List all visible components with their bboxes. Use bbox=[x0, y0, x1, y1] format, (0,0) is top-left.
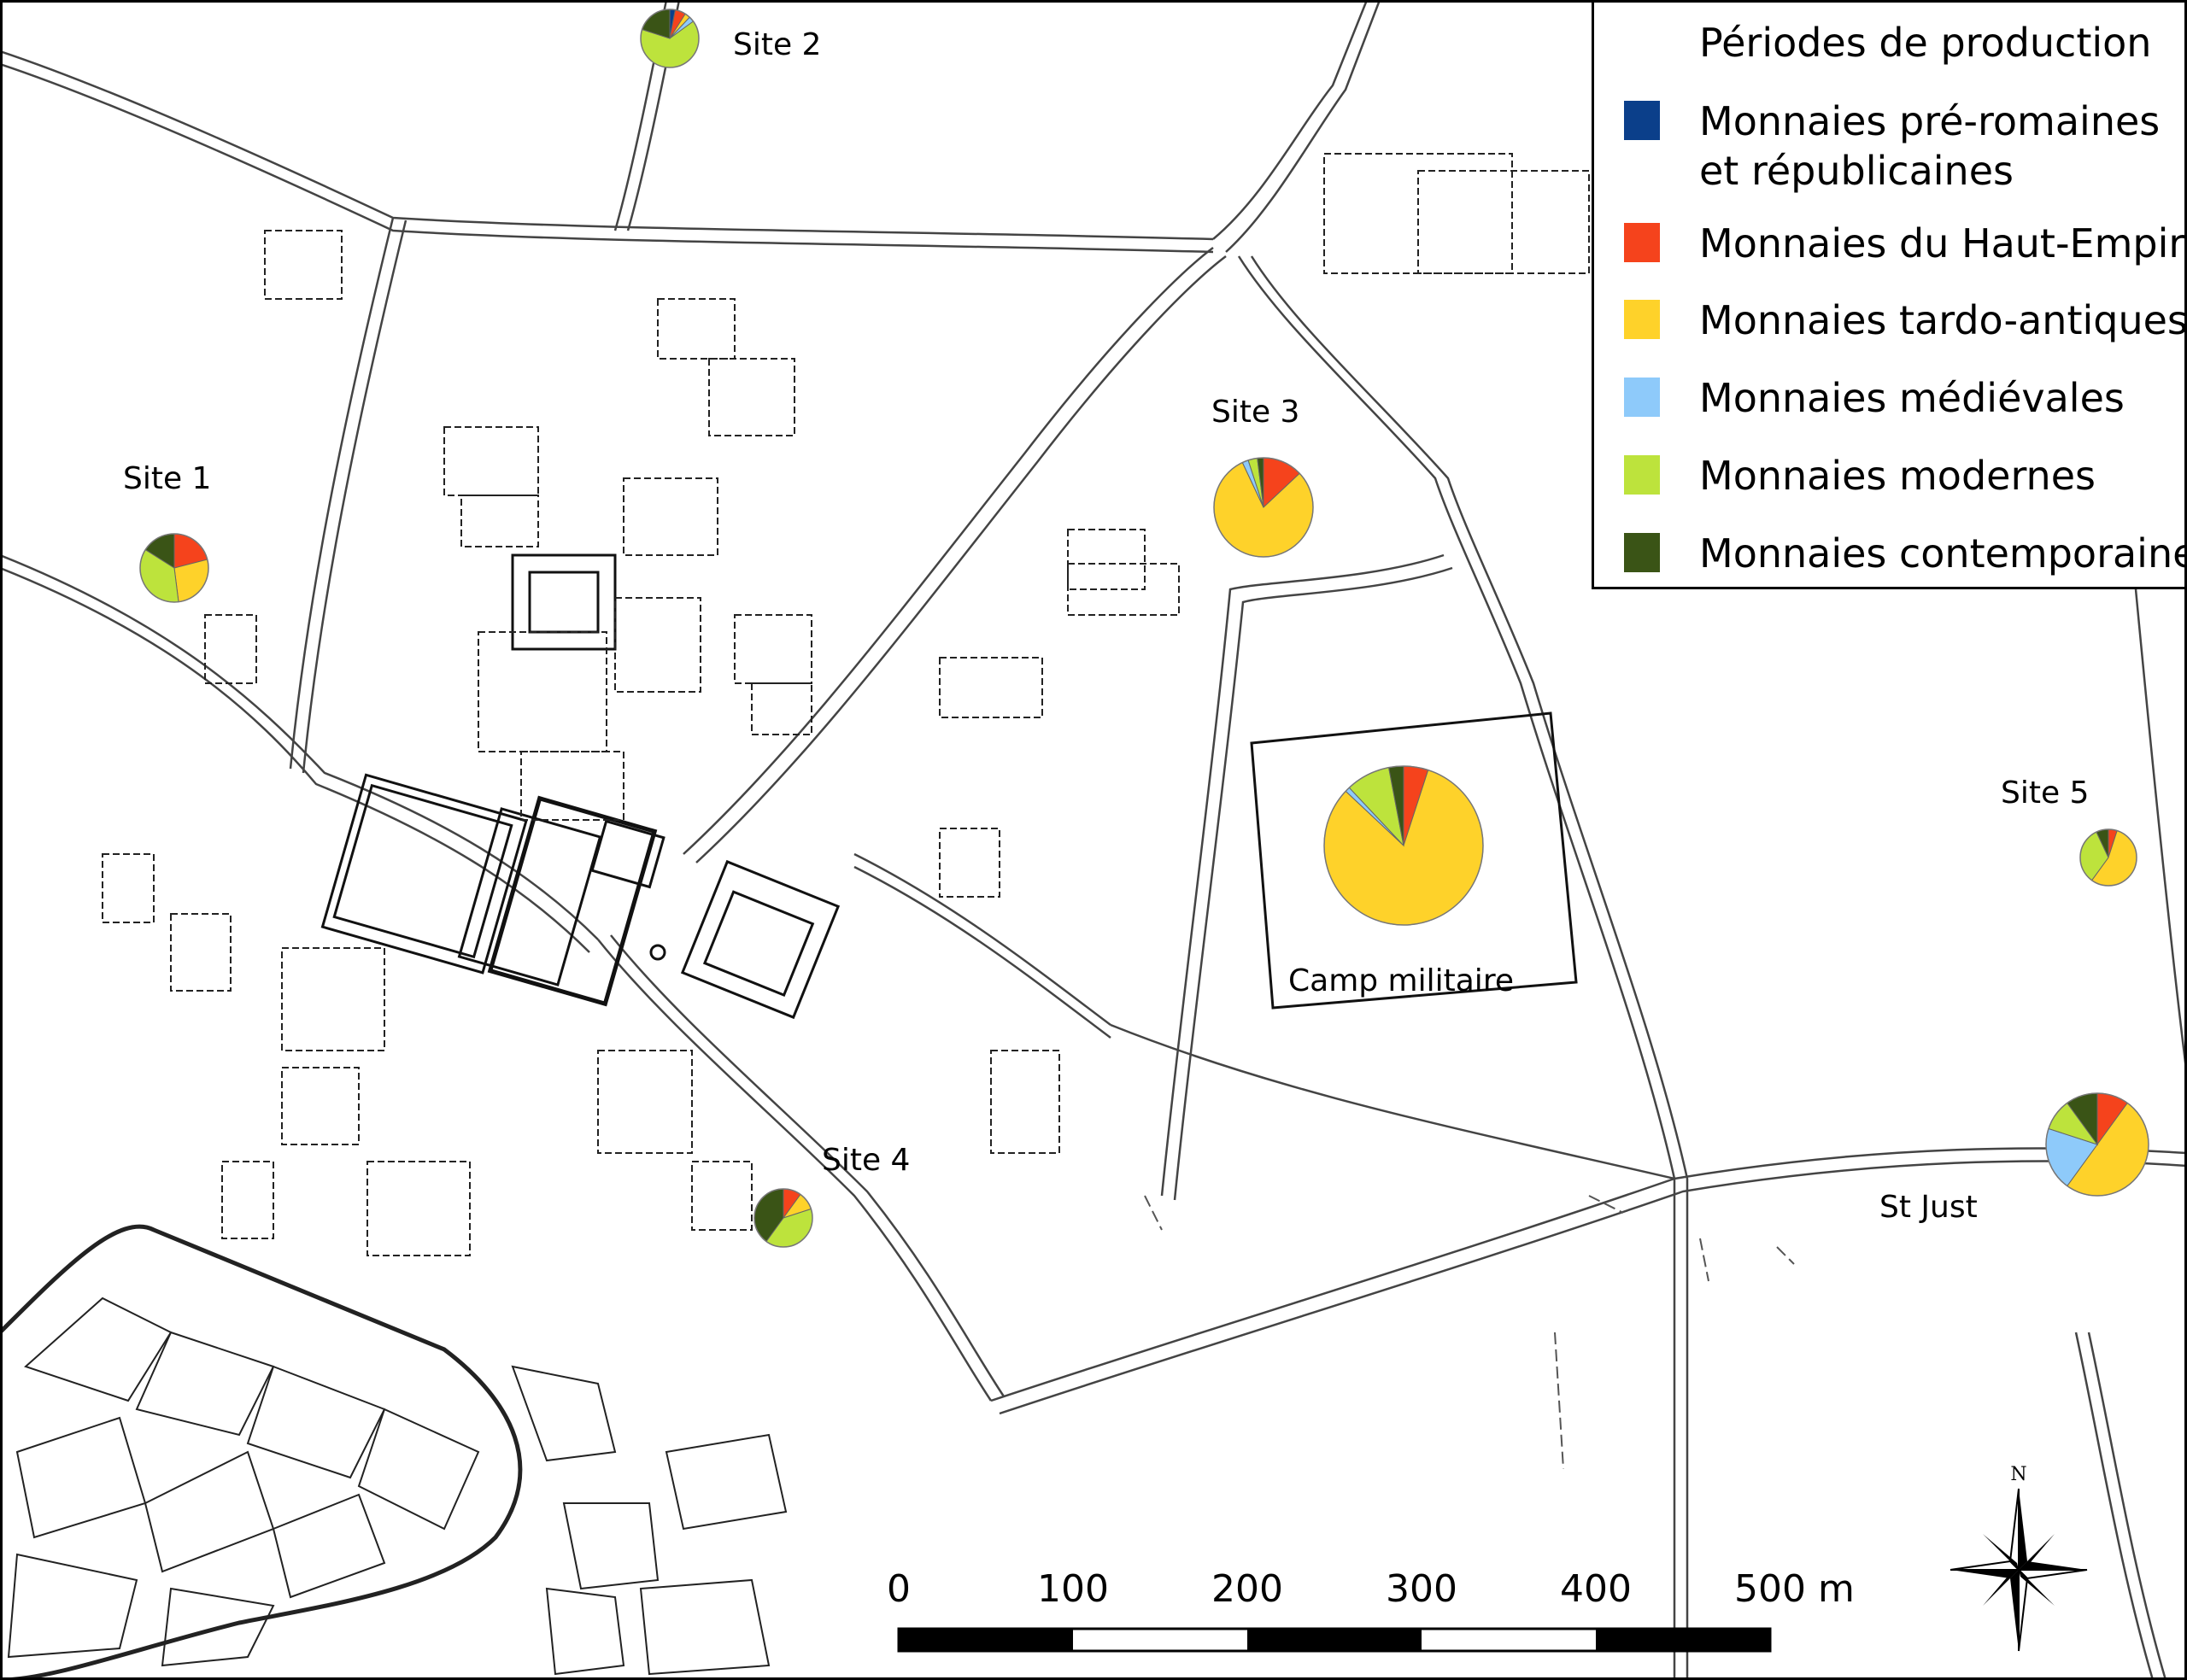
legend-swatch bbox=[1624, 223, 1660, 262]
scale-tick-0: 0 bbox=[887, 1567, 911, 1611]
legend-label: Monnaies médiévales bbox=[1699, 375, 2125, 421]
pie-site-4 bbox=[753, 1188, 813, 1248]
pie-site-2 bbox=[640, 9, 700, 68]
compass-rose-icon: N bbox=[1950, 1464, 2088, 1652]
pie-site-1 bbox=[139, 533, 209, 603]
legend-swatch bbox=[1624, 101, 1660, 140]
legend-swatch bbox=[1624, 378, 1660, 417]
legend-label: Monnaies modernes bbox=[1699, 453, 2096, 499]
legend-swatch bbox=[1624, 455, 1660, 495]
legend-label: Monnaies du Haut-Empire bbox=[1699, 220, 2187, 266]
pie-outline bbox=[640, 9, 700, 68]
site-label-2: Site 2 bbox=[733, 27, 821, 62]
pie-outline bbox=[2079, 828, 2137, 887]
pie-st-just bbox=[2045, 1092, 2149, 1197]
legend-swatch bbox=[1624, 533, 1660, 572]
pie-site-5 bbox=[2079, 828, 2137, 887]
scale-tick-300: 300 bbox=[1386, 1567, 1457, 1611]
site-label-4: Site 4 bbox=[822, 1143, 910, 1178]
scale-bar: 0 100 200 300 400 500 m bbox=[887, 1567, 1855, 1653]
forum-complex bbox=[320, 553, 841, 1020]
legend-label: Monnaies pré-romaines bbox=[1699, 98, 2161, 144]
camp-enclosure bbox=[1250, 711, 1578, 1010]
legend-title: Périodes de production bbox=[1699, 20, 2152, 66]
legend-swatch bbox=[1624, 300, 1660, 339]
scale-tick-500: 500 m bbox=[1734, 1567, 1855, 1611]
pie-site-3 bbox=[1213, 457, 1314, 558]
pie-outline bbox=[2045, 1092, 2149, 1197]
legend-label: Monnaies contemporaines bbox=[1699, 530, 2187, 577]
scale-tick-200: 200 bbox=[1211, 1567, 1283, 1611]
site-label-5: Site 5 bbox=[2001, 776, 2089, 811]
pie-outline bbox=[1213, 457, 1314, 558]
pie-outline bbox=[139, 533, 209, 603]
site-label-camp: Camp militaire bbox=[1288, 963, 1514, 998]
legend-label-cont: et républicaines bbox=[1699, 148, 2014, 194]
scale-tick-100: 100 bbox=[1037, 1567, 1109, 1611]
pie-camp-militaire bbox=[1323, 765, 1484, 926]
old-town bbox=[0, 1224, 788, 1680]
site-labels: Site 1 Site 2 Site 3 Camp militaire Site… bbox=[123, 27, 2089, 1225]
scale-tick-400: 400 bbox=[1560, 1567, 1632, 1611]
legend-label: Monnaies tardo-antiques bbox=[1699, 297, 2187, 343]
field-walls bbox=[1144, 1195, 1795, 1470]
compass-north-label: N bbox=[2010, 1464, 2026, 1485]
pie-outline bbox=[1323, 765, 1484, 926]
site-label-1: Site 1 bbox=[123, 461, 211, 496]
pie-charts bbox=[139, 9, 2149, 1248]
building-remains bbox=[102, 153, 1590, 1256]
site-label-3: Site 3 bbox=[1211, 395, 1299, 430]
site-label-st-just: St Just bbox=[1879, 1190, 1978, 1225]
legend: Périodes de production Monnaies pré-roma… bbox=[1592, 0, 2187, 589]
pie-outline bbox=[753, 1188, 813, 1248]
